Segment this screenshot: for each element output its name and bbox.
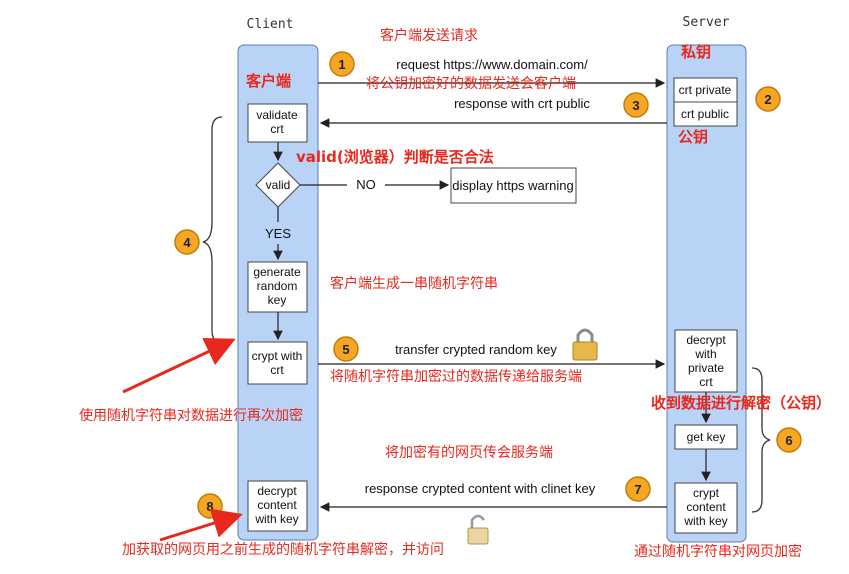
client-header: Client (247, 17, 294, 32)
svg-text:crt: crt (270, 363, 284, 377)
svg-text:validate: validate (256, 108, 298, 122)
svg-text:6: 6 (785, 433, 792, 448)
step-3-marker: 3 (623, 92, 649, 118)
svg-text:with key: with key (254, 512, 298, 526)
svg-text:4: 4 (183, 235, 191, 250)
crypt-with-crt-box: crypt with crt (247, 341, 308, 385)
annotation-arrow-lower (159, 508, 243, 542)
crt-private-box: crt private (673, 77, 738, 103)
server-decrypt-box: decrypt with private crt (674, 329, 738, 393)
svg-text:crt: crt (270, 122, 284, 136)
svg-text:decrypt: decrypt (257, 484, 297, 498)
svg-text:2: 2 (764, 92, 771, 107)
svg-text:1: 1 (338, 57, 345, 72)
step-4-marker: 4 (174, 229, 200, 255)
svg-text:valid: valid (266, 178, 291, 192)
generate-random-key-box: generate random key (247, 261, 308, 313)
annotation-send-public: 将公钥加密好的数据发送会客户端 (366, 75, 576, 92)
svg-text:get key: get key (687, 430, 726, 444)
annotation-generate-random: 客户端生成一串随机字符串 (330, 275, 498, 292)
server-lane (666, 44, 747, 543)
step-1-marker: 1 (329, 51, 355, 77)
svg-text:5: 5 (342, 342, 349, 357)
svg-text:crt: crt (699, 375, 713, 389)
svg-text:with key: with key (683, 514, 727, 528)
https-warning-box: display https warning (450, 167, 577, 204)
server-header: Server (683, 15, 730, 30)
annotation-client-send: 客户端发送请求 (380, 27, 478, 44)
annotation-encrypt-page: 通过随机字符串对网页加密 (634, 543, 802, 560)
step-7-marker: 7 (625, 476, 651, 502)
svg-text:crt public: crt public (681, 107, 729, 121)
request-label: request https://www.domain.com/ (396, 57, 588, 72)
annotation-decrypt-visit: 加获取的网页用之前生成的随机字符串解密，并访问 (122, 541, 444, 558)
yes-label: YES (265, 226, 291, 241)
annotation-encrypt-again: 使用随机字符串对数据进行再次加密 (79, 407, 303, 424)
server-crypt-content-box: crypt content with key (674, 482, 738, 534)
svg-text:generate: generate (253, 265, 301, 279)
annotation-send-encrypted: 将随机字符串加密过的数据传递给服务端 (330, 368, 582, 385)
step-6-marker: 6 (776, 427, 802, 453)
transfer-key-label: transfer crypted random key (395, 342, 557, 357)
svg-text:crypt with: crypt with (252, 349, 303, 363)
svg-text:key: key (268, 293, 287, 307)
lock-open-icon (467, 514, 489, 545)
svg-text:decrypt: decrypt (686, 333, 726, 347)
annotation-browser-valid: valid(浏览器）判断是否合法 (296, 148, 494, 166)
crt-public-box: crt public (673, 101, 738, 127)
left-brace (202, 116, 223, 344)
response-content-label: response crypted content with clinet key (365, 481, 596, 496)
annotation-arrow-upper (122, 337, 236, 394)
step-5-marker: 5 (333, 336, 359, 362)
annotation-receive-decrypt: 收到数据进行解密（公钥） (651, 394, 831, 412)
svg-text:with: with (694, 347, 716, 361)
annotation-private-key: 私钥 (680, 43, 711, 61)
annotation-public-key: 公钥 (678, 128, 708, 146)
validate-crt-box: validate crt (247, 103, 308, 143)
response-crt-label: response with crt public (454, 96, 590, 111)
svg-text:crt private: crt private (679, 83, 732, 97)
step-8-marker: 8 (197, 493, 223, 519)
svg-text:random: random (257, 279, 298, 293)
annotation-return-page: 将加密有的网页传会服务端 (385, 444, 553, 461)
svg-text:8: 8 (206, 499, 213, 514)
annotation-client: 客户端 (245, 72, 291, 90)
svg-text:private: private (688, 361, 724, 375)
client-decrypt-content-box: decrypt content with key (247, 480, 308, 532)
svg-text:7: 7 (634, 482, 641, 497)
get-key-box: get key (674, 424, 738, 450)
step-2-marker: 2 (755, 86, 781, 112)
lock-closed-icon (572, 328, 598, 361)
right-brace (751, 367, 771, 513)
svg-text:3: 3 (632, 98, 639, 113)
svg-text:content: content (257, 498, 297, 512)
svg-text:crypt: crypt (693, 486, 720, 500)
svg-text:content: content (686, 500, 726, 514)
no-label: NO (356, 177, 376, 192)
svg-text:display https warning: display https warning (452, 178, 573, 193)
